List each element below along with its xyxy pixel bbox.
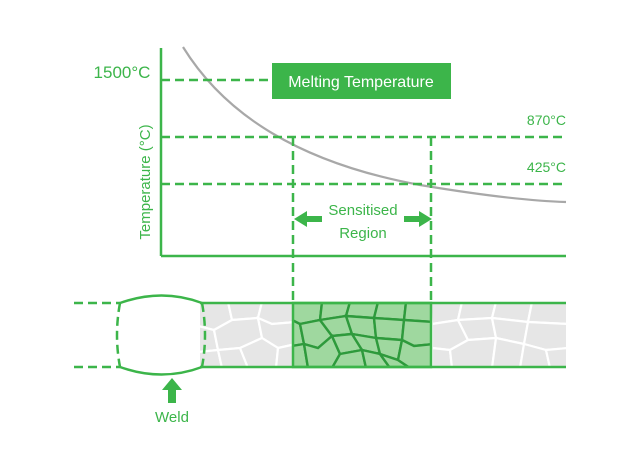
temperature-chart: 1500°C 870°C 425°C Temperature (°C) Melt…: [94, 46, 567, 258]
weld-label: Weld: [155, 409, 189, 426]
weld-bead: [115, 294, 207, 376]
lower-temp-label: 425°C: [527, 159, 566, 175]
right-arrow-icon: [404, 211, 432, 227]
sensitised-region-marker: Sensitised Region: [294, 202, 432, 242]
sensitised-grains: [293, 304, 431, 366]
upper-temp-label: 870°C: [527, 112, 566, 128]
temperature-curve: [182, 46, 567, 204]
weld-pointer: Weld: [155, 378, 189, 426]
plate-cross-section: [74, 294, 566, 376]
melting-temp-box-label: Melting Temperature: [288, 74, 434, 91]
sensitised-label-line1: Sensitised: [328, 202, 397, 219]
melting-temp-box: Melting Temperature: [272, 63, 451, 99]
up-arrow-icon: [162, 378, 182, 403]
melting-temp-label: 1500°C: [94, 63, 151, 82]
left-arrow-icon: [294, 211, 322, 227]
sensitised-label-line2: Region: [339, 225, 387, 242]
y-axis-label: Temperature (°C): [137, 124, 154, 239]
sensitised-zone-outline: [291, 301, 433, 369]
